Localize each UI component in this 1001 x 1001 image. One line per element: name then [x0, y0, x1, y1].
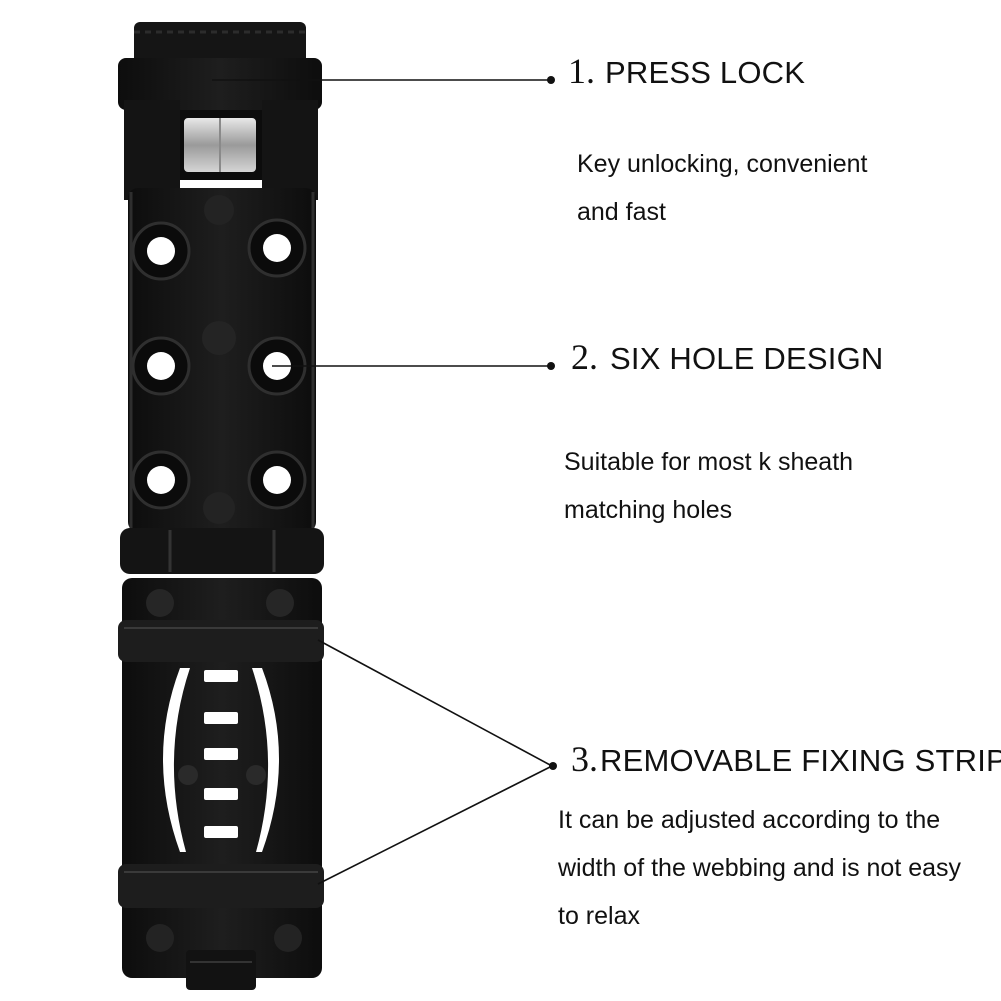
- lower-plate: [118, 578, 324, 990]
- feature-title: 2. SIX HOLE DESIGN: [571, 336, 883, 378]
- description-line: matching holes: [564, 496, 733, 524]
- mounting-hole: [247, 450, 307, 510]
- mounting-hole: [247, 218, 307, 278]
- feature-heading: REMOVABLE FIXING STRIP: [600, 743, 1001, 778]
- feature-number: 3.: [571, 739, 598, 779]
- feature-title: 1. PRESS LOCK: [568, 50, 805, 92]
- callout-dot-1: [547, 76, 555, 84]
- callout-dot-2: [547, 362, 555, 370]
- press-lock-tab: [134, 22, 306, 68]
- webbing-slot: [252, 668, 279, 852]
- mounting-hole: [131, 450, 191, 510]
- webbing-slot: [163, 668, 190, 852]
- callout-lines: [212, 76, 557, 885]
- feature-number: 2.: [571, 337, 598, 377]
- feature-heading: PRESS LOCK: [605, 55, 806, 90]
- feature-description: It can be adjusted according to the widt…: [558, 796, 961, 940]
- belt-clip: [118, 22, 324, 990]
- press-lock-button: [118, 58, 322, 110]
- description-line: to relax: [558, 902, 640, 930]
- feature-number: 1.: [568, 51, 595, 91]
- bottom-tab: [186, 950, 256, 990]
- hinge: [120, 528, 324, 574]
- feature-title: 3. REMOVABLE FIXING STRIP: [571, 738, 1001, 780]
- mounting-hole: [131, 336, 191, 396]
- upper-plate: [118, 22, 324, 574]
- feature-description: Suitable for most k sheath matching hole…: [564, 438, 853, 534]
- feature-six-hole-design: 2. SIX HOLE DESIGN Suitable for most k s…: [564, 336, 883, 524]
- feature-heading: SIX HOLE DESIGN: [610, 341, 884, 376]
- description-line: width of the webbing and is not easy: [558, 854, 962, 882]
- description-line: and fast: [577, 198, 666, 226]
- feature-press-lock: 1. PRESS LOCK Key unlocking, convenient …: [568, 50, 867, 226]
- description-line: It can be adjusted according to the: [558, 806, 941, 834]
- description-line: Suitable for most k sheath: [564, 448, 854, 476]
- fixing-strip-top: [118, 620, 324, 662]
- description-line: Key unlocking, convenient: [577, 150, 868, 178]
- feature-removable-fixing-strip: 3. REMOVABLE FIXING STRIP It can be adju…: [558, 738, 1001, 930]
- callout-line-3a: [317, 639, 553, 767]
- mounting-hole: [131, 221, 191, 281]
- feature-description: Key unlocking, convenient and fast: [577, 140, 867, 236]
- fixing-strip-bottom: [118, 864, 324, 908]
- callout-line-3b: [317, 765, 553, 885]
- callout-dot-3: [549, 762, 557, 770]
